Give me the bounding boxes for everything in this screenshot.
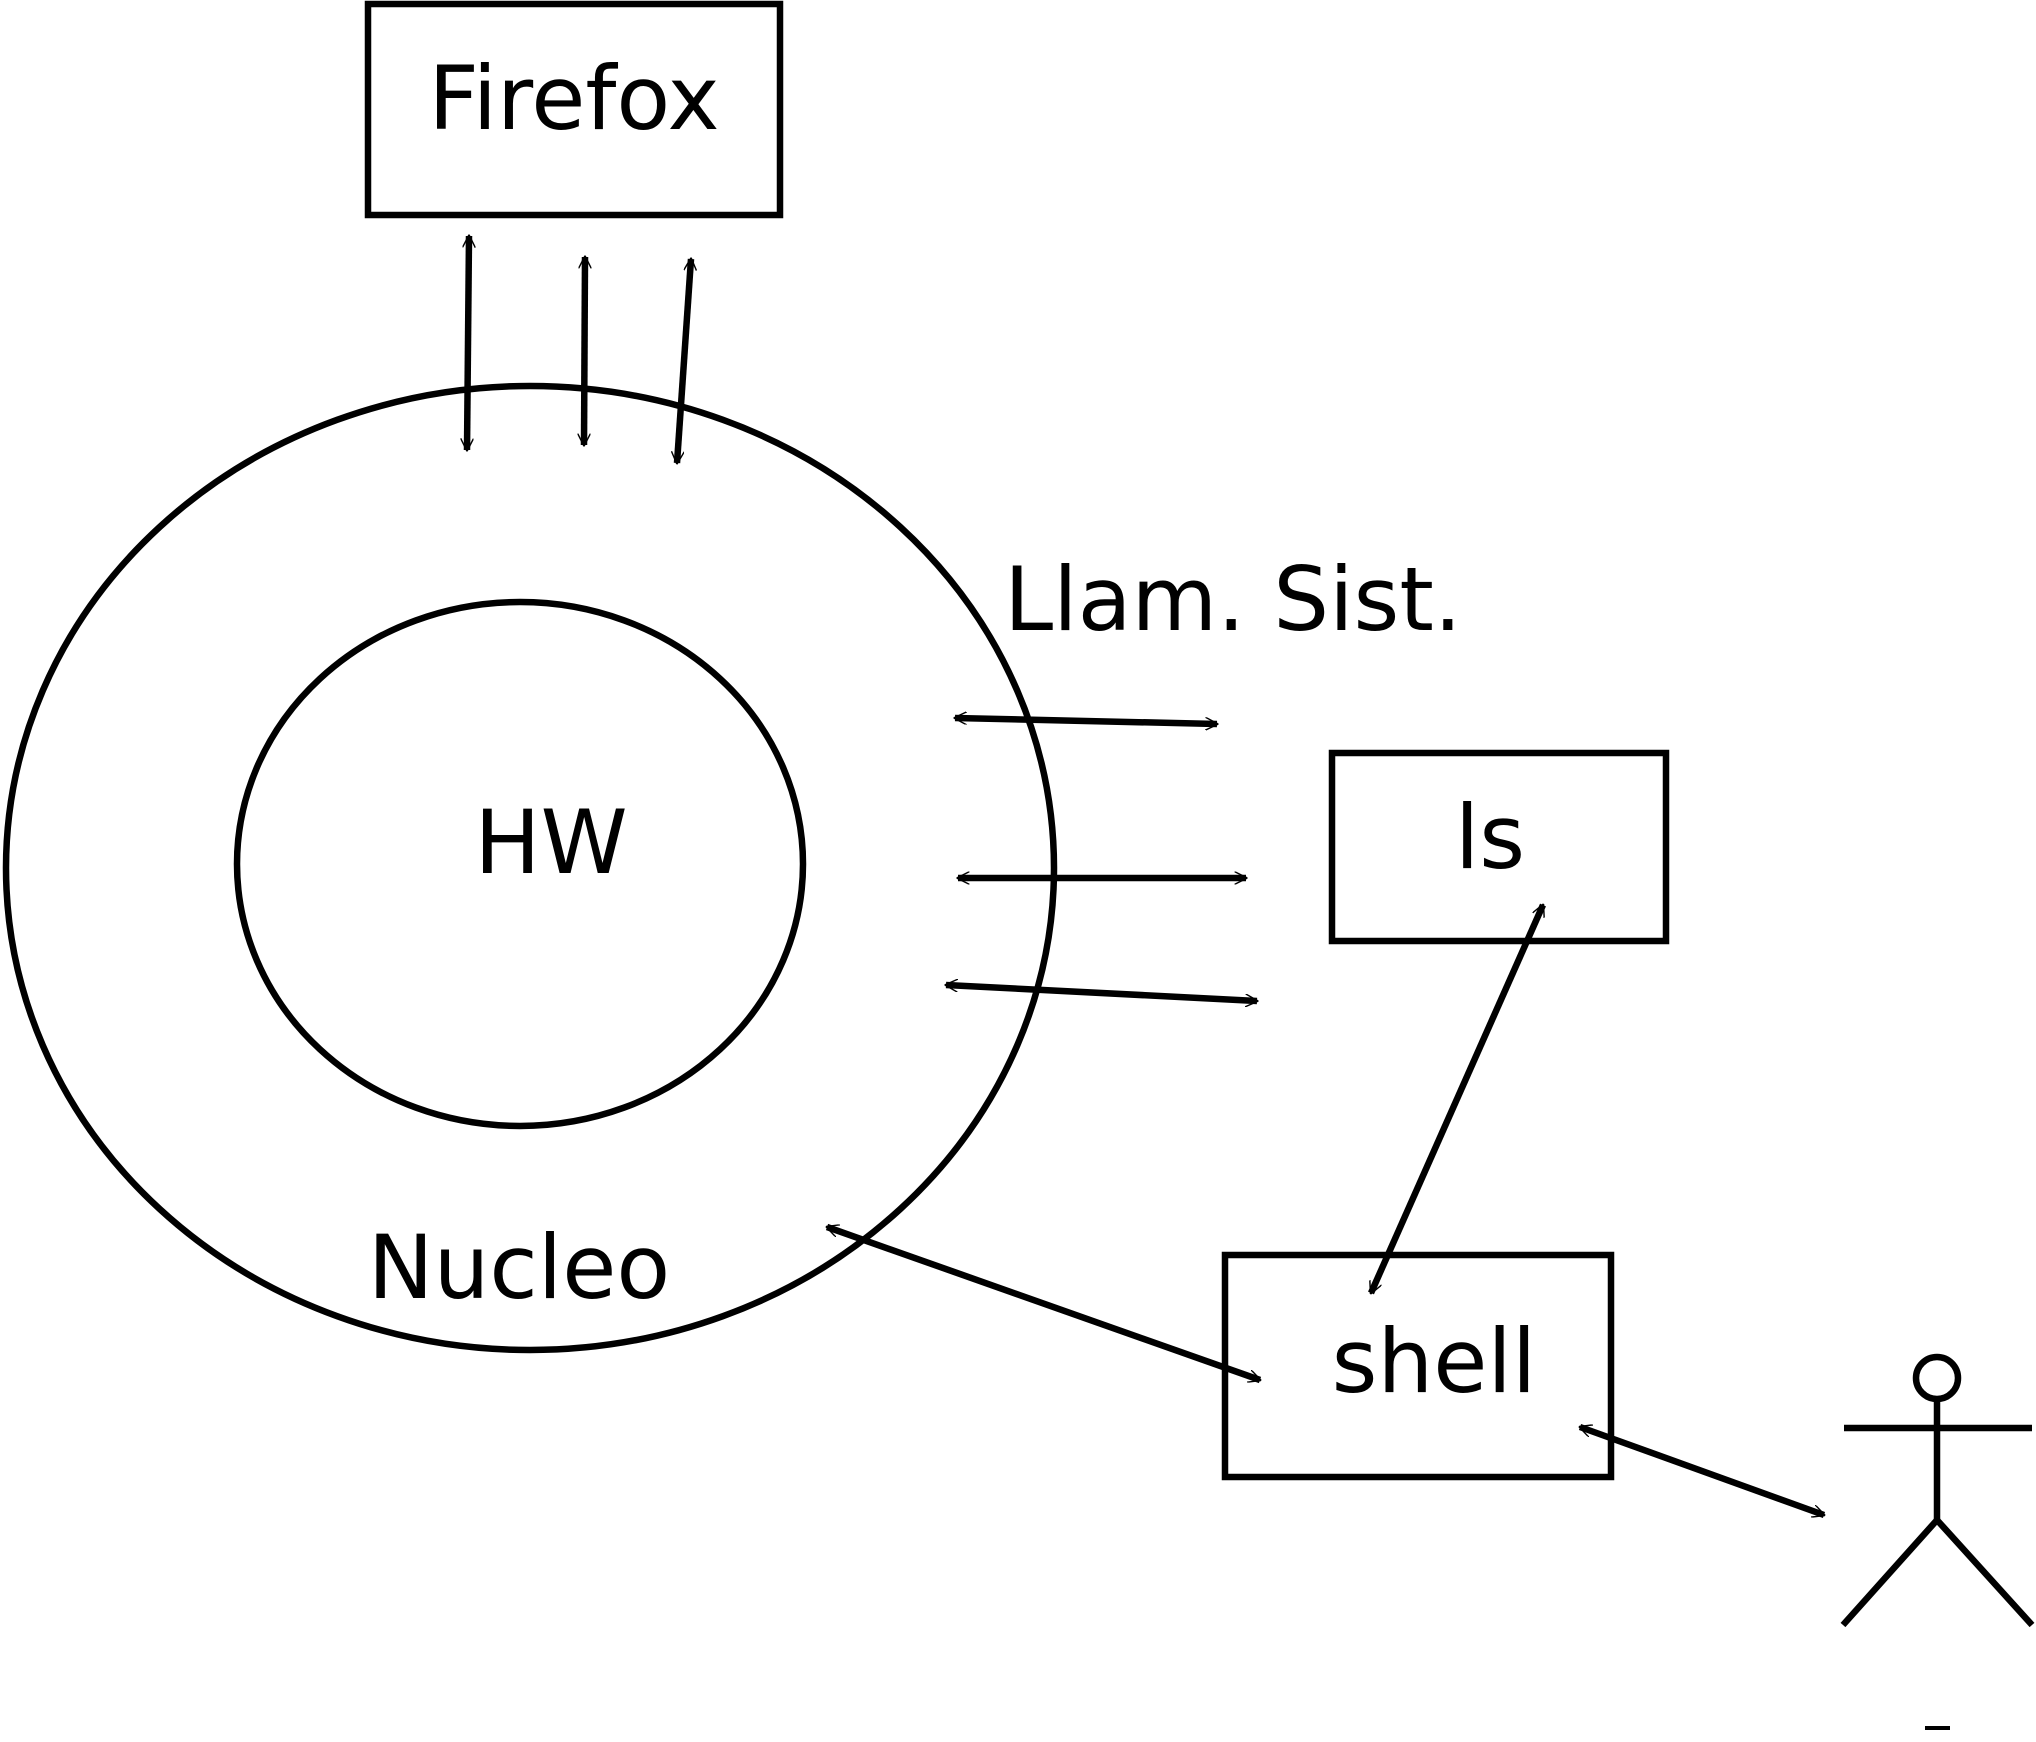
- shell-label: shell: [1332, 1310, 1537, 1413]
- firefox-syscall-arrow-1: [467, 236, 469, 450]
- ls-shell-arrow: [1368, 905, 1546, 1293]
- nucleo-ring: [2, 382, 1058, 1354]
- hw-circle: [233, 598, 807, 1130]
- firefox-syscall-arrow-2: [584, 257, 585, 445]
- syscalls-label: Llam. Sist.: [1004, 548, 1462, 651]
- syscall-arrow-3: [946, 985, 1257, 1001]
- syscall-arrow-1: [955, 718, 1217, 724]
- firefox-box: [364, 0, 784, 219]
- ls-label: ls: [1455, 786, 1525, 889]
- shell-user-arrow: [1580, 1423, 1824, 1519]
- firefox-label: Firefox: [428, 47, 719, 150]
- nucleo-label: Nucleo: [368, 1216, 670, 1319]
- hw-label: HW: [474, 791, 627, 894]
- nucleo-shell-arrow: [827, 1223, 1260, 1384]
- user-stick-figure-icon: [1840, 1353, 2035, 1628]
- firefox-syscall-arrow-3: [677, 259, 691, 463]
